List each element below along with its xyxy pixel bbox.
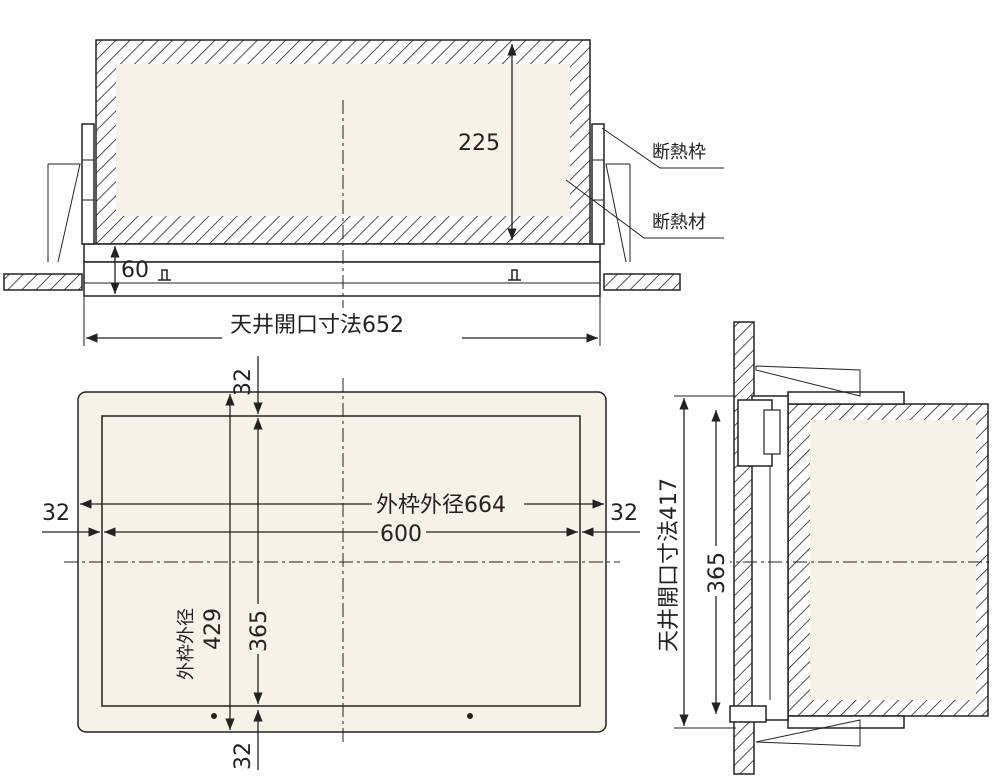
ceiling-board-right [603,273,681,291]
label-insulation-material: 断熱材 [652,212,706,233]
dim-opening-height-text: 天井開口寸法417 [657,478,682,652]
inspection-frame [83,243,601,297]
bolt-left [158,269,171,281]
dim-inner-width-text: 600 [380,522,422,547]
inner-opening [101,415,581,707]
bolt-right [508,269,521,281]
insulation-frame-left [47,123,95,263]
insulation-frame-bottom-side [787,715,905,729]
side-section-view: 天井開口寸法417 365 [657,321,990,775]
leader-insulation-frame [601,127,724,169]
dim-inner-height-text: 365 [247,610,272,652]
dim-outer-height-label: 外枠外径 [176,608,197,680]
top-section-view: 225 60 断熱枠 断熱材 天井開口寸法652 [3,39,724,346]
ceiling-board-left [3,273,83,291]
dim-margin-left-text: 32 [42,501,70,526]
label-insulation-frame: 断熱枠 [652,142,706,163]
front-view: 外枠外径664 600 32 32 外枠外径 429 365 32 32 [42,356,640,770]
insulation-frame-right [591,123,631,263]
dim-frame-depth-text: 60 [121,258,149,283]
support-bottom [755,719,861,747]
leader-insulation-material [565,179,724,239]
latch-bottom [729,705,767,723]
dim-outer-height-value: 429 [201,608,226,650]
dim-opening-width-text: 天井開口寸法652 [230,313,404,338]
dim-margin-bottom-text: 32 [231,742,256,770]
insulation-box-side [787,403,989,717]
dim-height-text: 225 [458,131,500,156]
dim-margin-right-text: 32 [610,501,638,526]
screw-left [211,713,217,719]
dim-inner-height-side-text: 365 [705,552,730,594]
screw-right [467,713,473,719]
dim-margin-top-text: 32 [231,368,256,396]
dim-outer-width-text: 外枠外径664 [376,493,506,518]
insulation-frame-top-side [787,391,905,405]
support-top [755,365,861,397]
